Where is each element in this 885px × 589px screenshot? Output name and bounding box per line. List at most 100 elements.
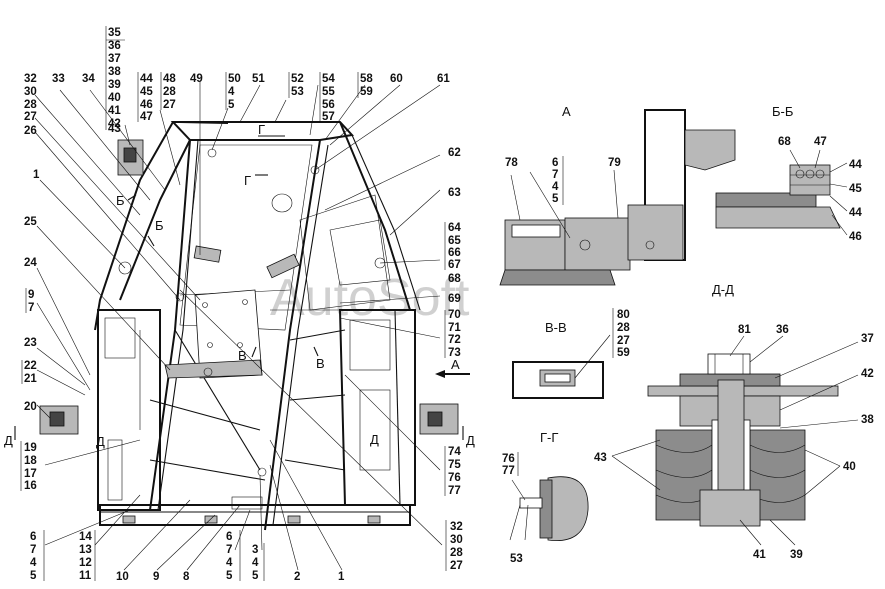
svg-text:79: 79 — [608, 157, 621, 169]
svg-text:2: 2 — [294, 571, 300, 583]
svg-text:1: 1 — [33, 169, 40, 181]
svg-text:23: 23 — [24, 337, 37, 349]
svg-text:28: 28 — [617, 322, 630, 334]
svg-text:60: 60 — [390, 73, 403, 85]
svg-text:32: 32 — [24, 73, 37, 85]
svg-text:5: 5 — [30, 570, 37, 582]
svg-text:17: 17 — [24, 468, 37, 480]
svg-text:80: 80 — [617, 309, 630, 321]
svg-text:Г: Г — [244, 173, 251, 188]
svg-text:5: 5 — [228, 99, 235, 111]
view-dd-title: Д-Д — [712, 282, 734, 297]
svg-text:27: 27 — [450, 560, 463, 572]
svg-text:77: 77 — [502, 465, 515, 477]
view-bb-title: Б-Б — [772, 104, 793, 119]
svg-text:22: 22 — [24, 360, 37, 372]
svg-text:24: 24 — [24, 257, 37, 269]
svg-text:55: 55 — [322, 86, 335, 98]
svg-text:66: 66 — [448, 247, 461, 259]
view-a: А 78 6 7 4 5 79 — [499, 104, 736, 286]
left-side-box — [97, 309, 161, 511]
base-frame — [99, 504, 411, 526]
svg-text:69: 69 — [448, 293, 461, 305]
svg-text:10: 10 — [116, 571, 129, 583]
svg-text:62: 62 — [448, 147, 461, 159]
svg-text:47: 47 — [140, 111, 153, 123]
svg-text:36: 36 — [108, 40, 121, 52]
svg-text:12: 12 — [79, 557, 92, 569]
svg-text:38: 38 — [861, 414, 874, 426]
svg-text:Д: Д — [96, 434, 105, 449]
svg-text:41: 41 — [753, 549, 766, 561]
svg-text:21: 21 — [24, 373, 37, 385]
view-gg: Г-Г 76 77 53 — [502, 430, 589, 565]
svg-text:53: 53 — [510, 553, 523, 565]
view-dd-bolt-head — [707, 353, 751, 375]
svg-text:9: 9 — [153, 571, 159, 583]
svg-text:25: 25 — [24, 216, 37, 228]
svg-text:68: 68 — [778, 136, 791, 148]
svg-text:А: А — [451, 357, 460, 372]
svg-text:4: 4 — [226, 557, 233, 569]
svg-text:38: 38 — [108, 66, 121, 78]
svg-text:4: 4 — [252, 557, 259, 569]
svg-text:58: 58 — [360, 73, 373, 85]
svg-text:50: 50 — [228, 73, 241, 85]
svg-text:59: 59 — [360, 86, 373, 98]
main-callouts: 35 36 37 38 39 40 41 42 43 43 32 30 28 2… — [20, 26, 463, 583]
view-vv-title: В-В — [545, 320, 567, 335]
svg-text:7: 7 — [552, 169, 558, 181]
svg-text:4: 4 — [30, 557, 37, 569]
svg-text:37: 37 — [108, 53, 121, 65]
svg-text:1: 1 — [338, 571, 345, 583]
svg-text:44: 44 — [140, 73, 153, 85]
svg-text:Д: Д — [370, 432, 379, 447]
svg-text:9: 9 — [28, 289, 34, 301]
svg-text:7: 7 — [30, 544, 36, 556]
svg-text:76: 76 — [448, 472, 461, 484]
svg-text:28: 28 — [24, 99, 37, 111]
top-left-cushion — [117, 139, 144, 176]
svg-text:81: 81 — [738, 324, 751, 336]
svg-text:53: 53 — [291, 86, 304, 98]
svg-text:5: 5 — [226, 570, 233, 582]
svg-text:39: 39 — [790, 549, 803, 561]
svg-text:63: 63 — [448, 187, 461, 199]
svg-text:43: 43 — [594, 452, 607, 464]
view-a-title: А — [562, 104, 571, 119]
svg-text:27: 27 — [617, 335, 630, 347]
main-leader-lines — [34, 82, 443, 571]
svg-text:34: 34 — [82, 73, 95, 85]
svg-text:6: 6 — [226, 531, 232, 543]
svg-text:4: 4 — [228, 86, 235, 98]
svg-text:43: 43 — [108, 123, 121, 135]
svg-text:6: 6 — [30, 531, 36, 543]
svg-text:59: 59 — [617, 347, 630, 359]
svg-text:Д: Д — [4, 433, 13, 448]
svg-text:46: 46 — [140, 99, 153, 111]
svg-text:Б: Б — [155, 218, 164, 233]
svg-text:48: 48 — [163, 73, 176, 85]
svg-text:49: 49 — [190, 73, 203, 85]
svg-text:19: 19 — [24, 442, 37, 454]
rear-right-pillar — [339, 121, 411, 311]
svg-text:42: 42 — [108, 118, 121, 130]
svg-text:45: 45 — [849, 183, 862, 195]
svg-text:73: 73 — [448, 347, 461, 359]
svg-text:3: 3 — [252, 544, 258, 556]
svg-text:13: 13 — [79, 544, 92, 556]
svg-text:4: 4 — [552, 181, 559, 193]
svg-text:46: 46 — [849, 231, 862, 243]
svg-text:14: 14 — [79, 531, 92, 543]
svg-text:74: 74 — [448, 446, 461, 458]
svg-text:42: 42 — [861, 368, 874, 380]
svg-text:37: 37 — [861, 333, 874, 345]
svg-text:68: 68 — [448, 273, 461, 285]
svg-text:В: В — [316, 356, 325, 371]
svg-text:44: 44 — [849, 159, 862, 171]
svg-text:75: 75 — [448, 459, 461, 471]
svg-text:18: 18 — [24, 455, 37, 467]
svg-text:30: 30 — [450, 534, 463, 546]
